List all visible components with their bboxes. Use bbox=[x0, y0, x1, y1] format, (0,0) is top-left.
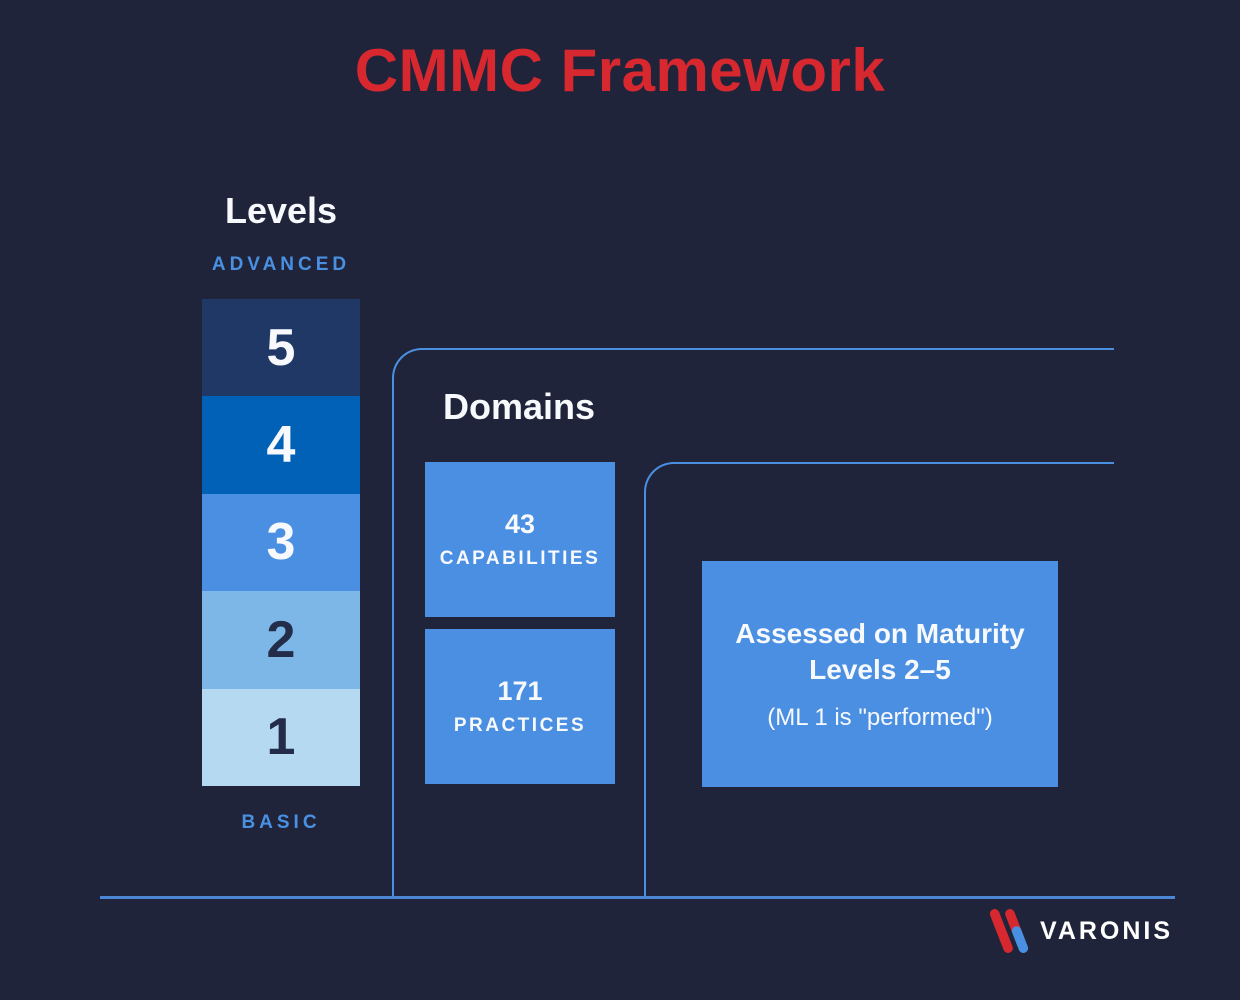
level-number-5: 5 bbox=[266, 318, 296, 377]
varonis-slash-icon bbox=[989, 909, 1029, 953]
baseline-rule bbox=[100, 896, 1175, 899]
capabilities-value: 43 bbox=[504, 509, 536, 539]
assessment-note: (ML 1 is "performed") bbox=[767, 704, 993, 732]
practices-value: 171 bbox=[497, 676, 543, 706]
advanced-label: ADVANCED bbox=[211, 254, 351, 275]
domains-heading: Domains bbox=[443, 386, 596, 427]
capabilities-box: 43 CAPABILITIES bbox=[425, 462, 615, 617]
assessment-box: Assessed on Maturity Levels 2–5 (ML 1 is… bbox=[702, 561, 1058, 787]
page-title: CMMC Framework bbox=[354, 37, 886, 104]
assessment-bracket-outline bbox=[644, 462, 1114, 898]
practices-label: PRACTICES bbox=[453, 715, 587, 736]
level-box-1: 1 bbox=[202, 688, 360, 786]
domains-bracket-outline bbox=[392, 348, 1114, 898]
levels-heading: Levels bbox=[225, 190, 338, 231]
level-number-4: 4 bbox=[266, 416, 296, 475]
capabilities-label: CAPABILITIES bbox=[439, 548, 601, 569]
level-box-2: 2 bbox=[202, 591, 360, 689]
level-number-3: 3 bbox=[266, 513, 296, 572]
practices-box: 171 PRACTICES bbox=[425, 629, 615, 784]
varonis-logo: VARONIS bbox=[988, 908, 1173, 954]
level-number-2: 2 bbox=[266, 610, 296, 669]
level-box-3: 3 bbox=[202, 493, 360, 592]
level-box-4: 4 bbox=[202, 396, 360, 494]
level-box-5: 5 bbox=[202, 299, 360, 397]
varonis-wordmark: VARONIS bbox=[1040, 916, 1174, 945]
level-number-1: 1 bbox=[266, 708, 296, 767]
basic-label: BASIC bbox=[241, 812, 321, 833]
assessment-line2: Levels 2–5 bbox=[809, 654, 951, 685]
level-stack: 5 4 3 2 1 bbox=[202, 299, 360, 786]
assessment-line1: Assessed on Maturity bbox=[735, 617, 1025, 649]
